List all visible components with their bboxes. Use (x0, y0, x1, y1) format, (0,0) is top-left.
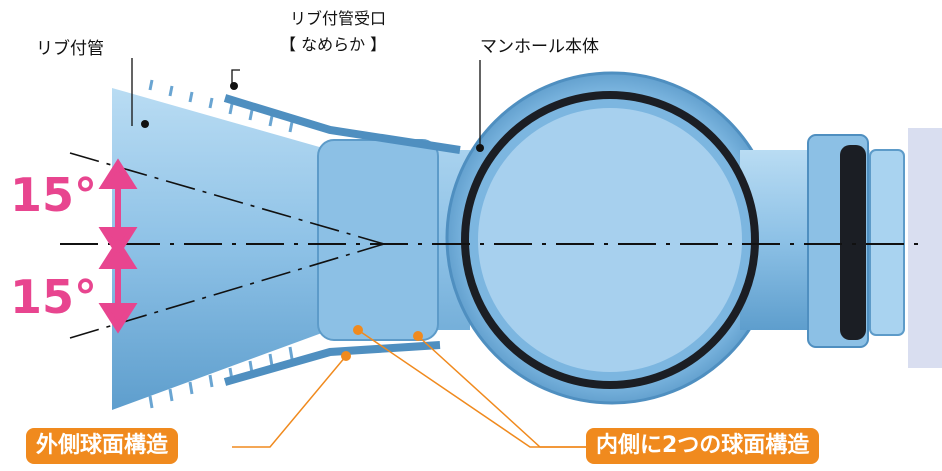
angle-arrow-lower (98, 238, 138, 334)
callout-dot-inner-2 (413, 331, 423, 341)
callout-dot-outer (341, 351, 351, 361)
label-rib-socket: リブ付管受口 (290, 9, 387, 28)
angle-label-upper: 15° (10, 168, 98, 222)
angle-label-lower: 15° (10, 270, 98, 324)
rib-fins-upper (148, 79, 294, 133)
leader-dot-socket (230, 82, 238, 90)
callout-outer-spherical: 外側球面構造 (26, 428, 179, 465)
label-manhole-body: マンホール本体 (480, 37, 599, 57)
rib-fins-lower (148, 346, 294, 409)
socket-collar (317, 139, 439, 341)
leader-lines (131, 58, 481, 146)
label-rib-pipe: リブ付管 (36, 39, 104, 59)
leader-dot-rib-pipe (141, 120, 149, 128)
angle-arrow-upper (98, 158, 138, 258)
outlet-gasket (840, 145, 866, 340)
side-panel (908, 128, 942, 368)
callout-lines (232, 329, 590, 448)
label-rib-socket-smooth: 【 なめらか 】 (280, 35, 387, 54)
leader-dot-manhole (476, 144, 484, 152)
callout-inner-spherical: 内側に2つの球面構造 (586, 428, 820, 465)
callout-dot-inner-1 (353, 325, 363, 335)
